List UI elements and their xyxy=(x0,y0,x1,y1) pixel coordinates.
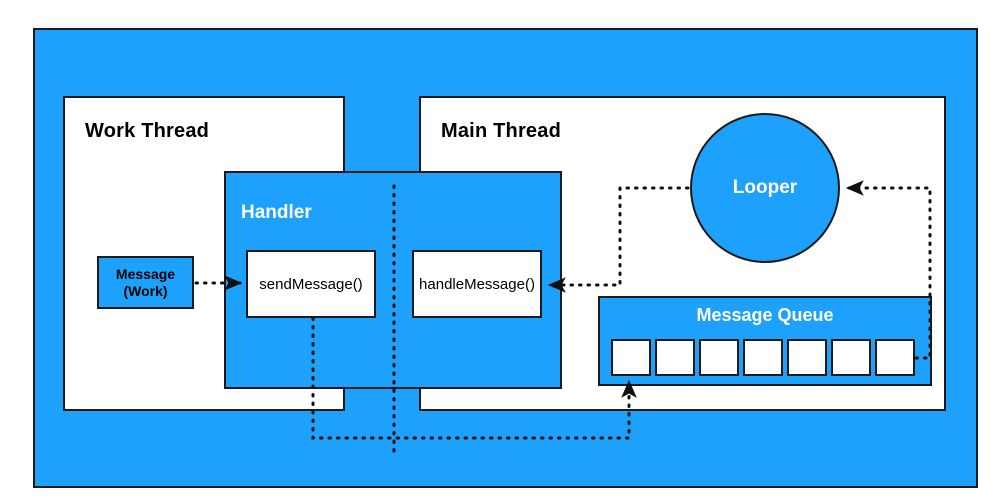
message-work-line1: Message xyxy=(115,265,176,282)
message-queue-slot xyxy=(787,339,827,376)
main-thread-label: Main Thread xyxy=(441,120,561,142)
handler-label: Handler xyxy=(241,202,312,223)
handle-message-label: handleMessage() xyxy=(419,275,535,293)
message-queue-label: Message Queue xyxy=(696,305,834,325)
looper-label: Looper xyxy=(732,177,798,198)
message-queue-slot xyxy=(831,339,871,376)
message-queue-node: Message Queue xyxy=(598,296,932,386)
message-queue-slot xyxy=(611,339,651,376)
send-message-label: sendMessage() xyxy=(259,275,363,293)
message-queue-slot xyxy=(875,339,915,376)
message-work-line2: (Work) xyxy=(123,282,168,299)
message-queue-slots xyxy=(611,339,915,376)
send-message-node: sendMessage() xyxy=(246,250,376,318)
handle-message-node: handleMessage() xyxy=(412,250,542,318)
work-thread-label: Work Thread xyxy=(85,120,210,142)
message-queue-slot xyxy=(699,339,739,376)
message-queue-slot xyxy=(743,339,783,376)
message-queue-slot xyxy=(655,339,695,376)
looper-node: Looper xyxy=(690,113,840,263)
message-work-node: Message (Work) xyxy=(97,256,194,309)
